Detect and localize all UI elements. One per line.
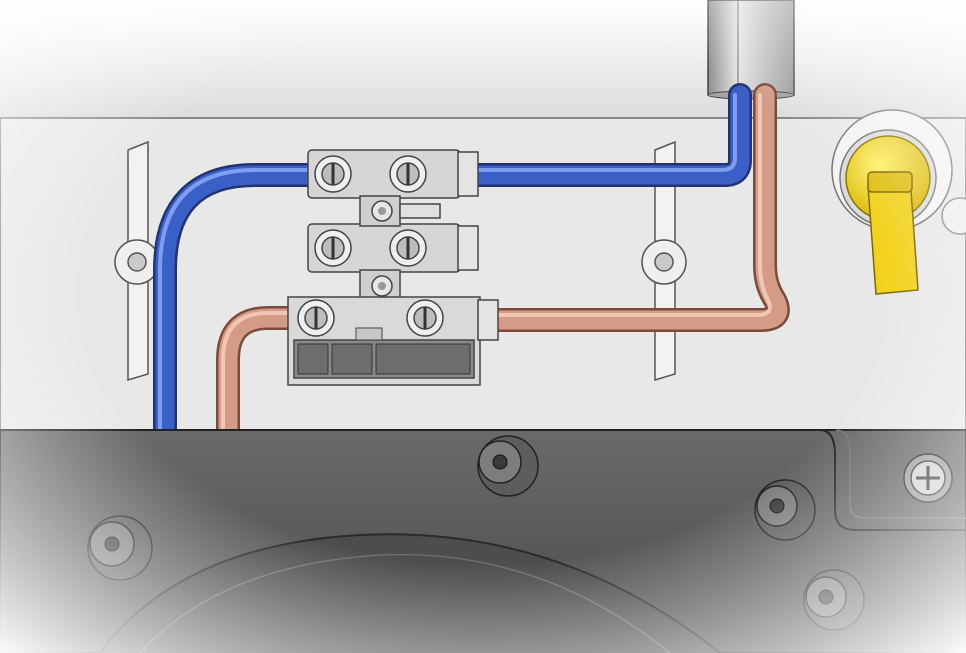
wiring-diagram	[0, 0, 966, 653]
edge-fog	[0, 0, 966, 653]
